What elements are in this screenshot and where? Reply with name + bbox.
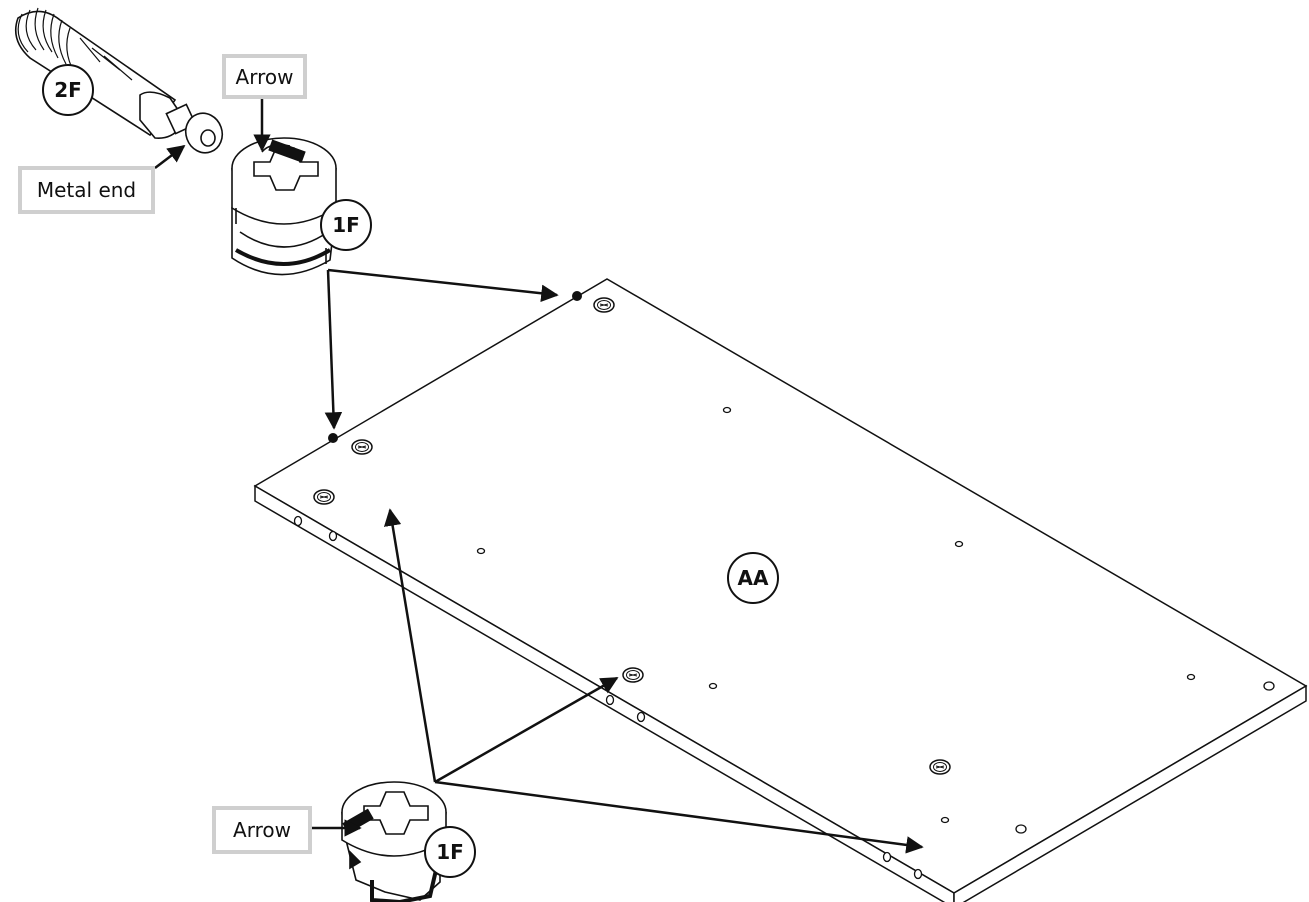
- cam-hole: [622, 667, 644, 683]
- label-callouts: [154, 98, 362, 837]
- metal-end-pointer: [154, 144, 186, 169]
- panel-aa: [253, 278, 1308, 902]
- panel-side-edge: [953, 684, 1307, 902]
- cam-hole: [929, 759, 951, 775]
- part-tag-2f: 2F: [42, 64, 94, 116]
- part-tag-1f-top: 1F: [320, 199, 372, 251]
- cam-hole: [313, 489, 335, 505]
- arrow-to-front-right: [434, 780, 924, 854]
- part-tag-1f-bottom: 1F: [424, 826, 476, 878]
- assembly-arrows: [324, 268, 924, 854]
- cam-hole: [593, 297, 615, 313]
- dowel-dot: [328, 433, 338, 443]
- arrow-to-front-middle: [434, 676, 619, 784]
- cam-lock-top: [231, 137, 337, 276]
- cam-bolt-2f: [14, 7, 224, 154]
- label-arrow-bottom: Arrow: [212, 806, 312, 854]
- label-arrow-top: Arrow: [222, 54, 307, 99]
- cam-lock-bottom: [341, 781, 447, 902]
- part-tag-aa: AA: [727, 552, 779, 604]
- cam-hole: [351, 439, 373, 455]
- edge-holes: [293, 515, 923, 880]
- arrow-to-back-corner: [327, 268, 559, 302]
- arrow-to-left-corner: [324, 269, 343, 430]
- dowel-dot: [572, 291, 582, 301]
- label-metal-end: Metal end: [18, 166, 155, 214]
- panel-front-edge: [254, 484, 955, 902]
- arrow-to-front-left: [383, 508, 437, 783]
- shelf-pin-holes: [476, 406, 1275, 834]
